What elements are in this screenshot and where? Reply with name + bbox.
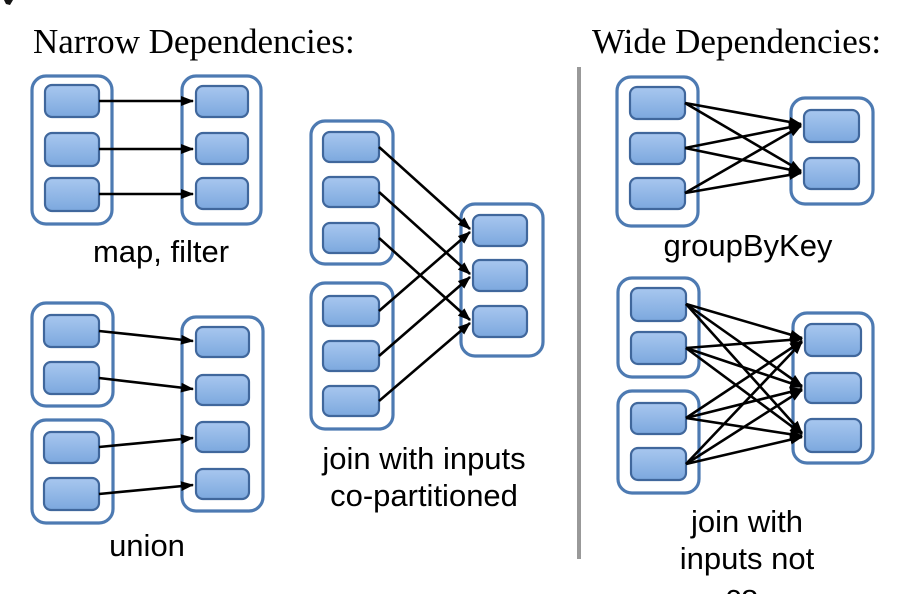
partition-box <box>471 258 529 293</box>
partition-box <box>471 213 529 248</box>
partition-box <box>321 339 381 373</box>
dependency-arrow <box>685 302 803 340</box>
heading-narrow-dependencies: Narrow Dependencies: <box>33 22 355 61</box>
partition-box <box>629 286 688 323</box>
partition-box <box>194 131 250 166</box>
diagram-join-co-partitioned <box>309 119 545 431</box>
heading-wide-dependencies: Wide Dependencies: <box>592 22 882 61</box>
partition-box <box>194 176 250 211</box>
partition-container <box>180 315 265 513</box>
partition-box <box>471 304 529 339</box>
dependency-arrow <box>684 124 802 195</box>
diagram-union <box>30 301 265 525</box>
partition-box <box>42 313 101 349</box>
diagram-groupByKey <box>615 75 875 228</box>
corner-artifact <box>4 0 13 5</box>
dependency-arrow <box>685 339 803 420</box>
partition-box <box>802 156 861 191</box>
diagram-join-not-co-partitioned <box>616 276 875 495</box>
partition-box <box>629 330 688 366</box>
dependency-arrow <box>685 346 803 436</box>
dependency-arrow <box>378 231 471 312</box>
partition-box <box>803 417 863 454</box>
partition-box <box>803 371 863 405</box>
partition-box <box>43 83 101 119</box>
partition-box <box>194 420 251 454</box>
dependency-arrow <box>685 302 803 388</box>
partition-box <box>194 325 251 359</box>
dependency-arrow <box>98 434 195 449</box>
dependency-arrow <box>378 237 471 321</box>
dependency-arrow <box>684 170 803 195</box>
partition-box <box>803 322 863 358</box>
partition-box <box>321 130 381 164</box>
partition-box <box>43 176 101 213</box>
partition-box <box>629 401 688 436</box>
diagram-map-filter <box>30 74 263 226</box>
dependency-arrow <box>685 341 803 465</box>
partition-box <box>321 175 381 209</box>
label-join-not-co-partitioned: join with inputs not co-partitioned <box>679 504 815 594</box>
dependency-arrow <box>378 146 471 230</box>
label-union: union <box>109 528 185 563</box>
partition-box <box>802 108 861 144</box>
partition-box <box>43 131 101 168</box>
partition-box <box>42 476 101 512</box>
partition-box <box>628 131 687 166</box>
dependency-arrow <box>684 122 803 150</box>
dependency-arrow <box>378 322 471 402</box>
partition-box <box>629 446 688 482</box>
partition-box <box>321 221 381 255</box>
partition-box <box>42 360 101 396</box>
dependency-arrow <box>685 388 803 466</box>
partition-box <box>628 85 687 121</box>
label-map-filter: map, filter <box>92 234 230 269</box>
label-join-co-partitioned: join with inputs co-partitioned <box>322 441 526 513</box>
dependency-arrow <box>685 434 804 466</box>
partition-box <box>42 430 101 465</box>
partition-box <box>628 176 687 211</box>
dependency-arrow <box>378 276 471 357</box>
partition-box <box>194 84 250 119</box>
dependency-arrow <box>684 101 803 127</box>
dependency-arrow <box>98 376 195 393</box>
dependency-arrow <box>378 191 471 275</box>
partition-box <box>194 467 251 501</box>
label-groupbykey: groupByKey <box>663 228 833 263</box>
partition-box <box>194 373 251 407</box>
dependency-arrow <box>98 329 195 345</box>
dependency-arrow <box>98 481 195 496</box>
dependency-arrow <box>685 346 803 389</box>
partition-box <box>321 294 381 328</box>
dependency-arrow <box>685 334 804 350</box>
partition-box <box>321 384 381 418</box>
